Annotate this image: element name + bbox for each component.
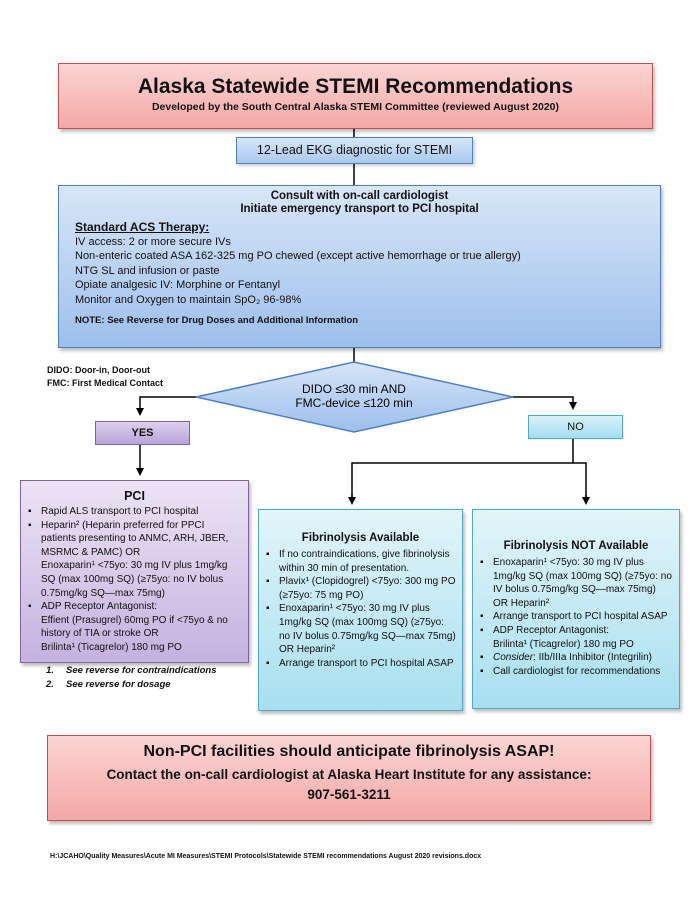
nofib-item-text: Call cardiologist for recommendations xyxy=(493,665,661,677)
nofib-item-emphasis: Consider xyxy=(493,652,534,664)
list-item: Enoxaparin¹ <75yo: 30 mg IV plus 1mg/kg … xyxy=(480,556,673,610)
acs-line: Non-enteric coated ASA 162-325 mg PO che… xyxy=(75,250,521,262)
fib-list: If no contraindications, give fibrinolys… xyxy=(259,548,462,670)
list-item: Call cardiologist for recommendations xyxy=(480,665,673,679)
footer-headline: Non-PCI facilities should anticipate fib… xyxy=(143,743,555,760)
list-item: If no contraindications, give fibrinolys… xyxy=(266,548,456,575)
list-item: Heparin² (Heparin preferred for PPCI pat… xyxy=(28,519,242,601)
page-subtitle: Developed by the South Central Alaska ST… xyxy=(151,101,560,113)
list-item: Plavix¹ (Clopidogrel) <75yo: 300 mg PO (… xyxy=(266,575,456,602)
page-title: Alaska Statewide STEMI Recommendations xyxy=(137,75,574,98)
acs-line: NTG SL and infusion or paste xyxy=(75,264,220,277)
pci-heading: PCI xyxy=(124,489,145,503)
fib-item-text: Enoxaparin¹ <75yo: 30 mg IV plus 1mg/kg … xyxy=(279,603,456,642)
fib-heading: Fibrinolysis Available xyxy=(301,532,420,544)
decision-line2: FMC-device ≤120 min xyxy=(295,396,412,410)
acs-subheading: Standard ACS Therapy: xyxy=(75,220,210,234)
nofib-list: Enoxaparin¹ <75yo: 30 mg IV plus 1mg/kg … xyxy=(473,556,679,678)
file-path: H:\JCAHO\Quality Measures\Acute MI Measu… xyxy=(50,853,482,860)
acs-line: IV access: 2 or more secure IVs xyxy=(75,235,231,248)
nofib-item-text: Arrange transport to PCI hospital ASAP xyxy=(493,611,668,623)
footnote-number: 2. xyxy=(46,679,54,690)
nofib-heading: Fibrinolysis NOT Available xyxy=(503,540,649,552)
pci-box: PCI Rapid ALS transport to PCI hospital … xyxy=(20,480,249,663)
title-box: Alaska Statewide STEMI Recommendations D… xyxy=(58,63,653,129)
acs-line: Opiate analgesic IV: Morphine or Fentany… xyxy=(75,279,281,291)
acs-heading-consult: Consult with on-call cardiologist xyxy=(270,190,449,202)
pci-item-text: Effient (Prasugrel) 60mg PO if <75yo & n… xyxy=(41,614,228,640)
pci-item-text: Brilinta¹ (Ticagrelor) 180 mg PO xyxy=(41,641,182,653)
acs-line: Monitor and Oxygen to maintain SpO₂ 96-9… xyxy=(75,293,302,306)
fib-item-text: OR Heparin² xyxy=(279,644,336,656)
nofib-item-text: Brilinta¹ (Ticagrelor) 180 mg PO xyxy=(493,638,634,650)
pci-item-text: Enoxaparin¹ <75yo: 30 mg IV plus 1mg/kg … xyxy=(41,560,228,599)
fib-item-text: Arrange transport to PCI hospital ASAP xyxy=(279,657,454,669)
list-item: Arrange transport to PCI hospital ASAP xyxy=(266,657,456,671)
legend-dido: DIDO: Door-in, Door-out xyxy=(47,365,150,375)
pci-item-text: ADP Receptor Antagonist: xyxy=(41,601,157,613)
list-item: ADP Receptor Antagonist:Effient (Prasugr… xyxy=(28,600,242,654)
footer-contact: Contact the on-call cardiologist at Alas… xyxy=(106,767,592,782)
nofib-item-text: ADP Receptor Antagonist: xyxy=(493,624,609,636)
pci-item-text: Rapid ALS transport to PCI hospital xyxy=(41,506,199,517)
list-item: Consider: IIb/IIIa Inhibitor (Integrilin… xyxy=(480,651,673,665)
footnote-text: See reverse for contraindications xyxy=(66,665,217,676)
footnote-1: 1. See reverse for contraindications xyxy=(46,664,216,678)
footer-box: Non-PCI facilities should anticipate fib… xyxy=(47,735,651,821)
fib-item-text: If no contraindications, give fibrinolys… xyxy=(279,549,450,574)
no-box: NO xyxy=(528,415,623,439)
list-item: Rapid ALS transport to PCI hospital xyxy=(28,505,242,519)
acs-note: NOTE: See Reverse for Drug Doses and Add… xyxy=(75,315,359,326)
fibrinolysis-not-available-box: Fibrinolysis NOT Available Enoxaparin¹ <… xyxy=(472,509,680,709)
nofib-item-text: : IIb/IIIa Inhibitor (Integrilin) xyxy=(533,652,652,664)
decision-diamond xyxy=(195,361,514,433)
list-item: Enoxaparin¹ <75yo: 30 mg IV plus 1mg/kg … xyxy=(266,602,456,656)
abbreviation-legend: DIDO: Door-in, Door-out FMC: First Medic… xyxy=(47,364,163,390)
acs-body: Standard ACS Therapy: IV access: 2 or mo… xyxy=(59,220,660,329)
fibrinolysis-available-box: Fibrinolysis Available If no contraindic… xyxy=(258,509,463,711)
pci-list: Rapid ALS transport to PCI hospital Hepa… xyxy=(21,505,248,655)
nofib-item-text: OR Heparin² xyxy=(493,597,550,609)
list-item: ADP Receptor Antagonist: Brilinta¹ (Ticag… xyxy=(480,624,673,651)
nofib-item-text: Enoxaparin¹ <75yo: 30 mg IV plus 1mg/kg … xyxy=(493,557,672,596)
list-item: Arrange transport to PCI hospital ASAP xyxy=(480,610,673,624)
footnote-number: 1. xyxy=(46,665,54,676)
yes-box: YES xyxy=(95,421,190,445)
pci-item-text: Heparin² (Heparin preferred for PPCI pat… xyxy=(41,519,229,558)
legend-fmc: FMC: First Medical Contact xyxy=(47,378,164,388)
footer-phone: 907-561-3211 xyxy=(307,787,391,802)
acs-therapy-box: Consult with on-call cardiologist Initia… xyxy=(58,185,661,348)
decision-line1: DIDO ≤30 min AND xyxy=(302,382,406,396)
fib-item-text: Plavix¹ (Clopidogrel) <75yo: 300 mg PO (… xyxy=(279,576,456,601)
footnotes: 1. See reverse for contraindications 2. Se… xyxy=(46,664,216,692)
footnote-2: 2. See reverse for dosage xyxy=(46,678,216,692)
footnote-text: See reverse for dosage xyxy=(66,679,171,690)
acs-heading-transport: Initiate emergency transport to PCI hosp… xyxy=(240,203,479,215)
ekg-box: 12-Lead EKG diagnostic for STEMI xyxy=(236,137,473,164)
